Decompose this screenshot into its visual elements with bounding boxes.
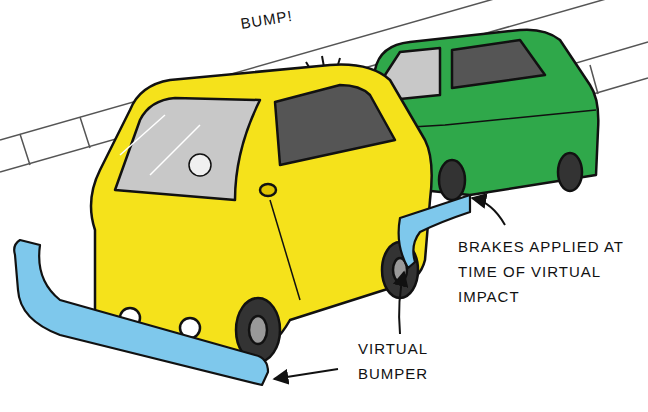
yellow-car xyxy=(91,65,432,362)
virtual-bumper xyxy=(14,195,470,385)
callout-label: VIRTUAL BUMPER xyxy=(340,336,446,386)
callout-label: BRAKES APPLIED AT TIME OF VIRTUAL IMPACT xyxy=(458,234,630,309)
sound-label: BUMP! xyxy=(239,0,332,36)
